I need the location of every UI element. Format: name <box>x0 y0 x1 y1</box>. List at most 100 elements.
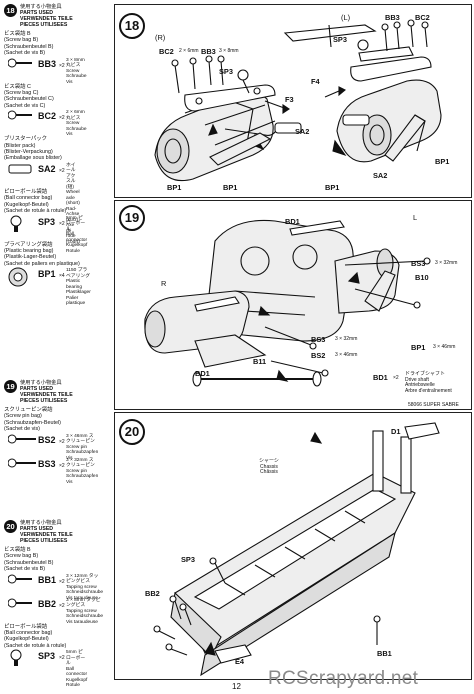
label-bb3-left: BB3 <box>385 13 400 22</box>
part-desc-line: Plastic bearing <box>66 279 83 290</box>
label-sp3-left: SP3 <box>333 35 347 44</box>
part-code: BB3 <box>38 58 57 69</box>
part-desc-line: Wheel axle (short) <box>66 190 80 207</box>
bag-name: (Kugelkopf-Beutel) <box>4 201 49 208</box>
bag-name: (Sachet de vis C) <box>4 102 46 109</box>
parts-used-line: PIECES UTILISEES <box>20 538 68 544</box>
label-r: R <box>161 279 167 288</box>
label-bp1-b: BP1 <box>223 183 238 192</box>
bag-block: ピローボール袋詰(Ball connector bag)(Kugelkopf-B… <box>4 624 87 689</box>
label-sa2-left: SA2 <box>373 171 388 180</box>
part-desc-line: Schraube <box>66 126 87 132</box>
label-bp1-a: BP1 <box>167 183 182 192</box>
part-desc-line: Rotule <box>66 683 80 689</box>
part-desc-line: Vis taraudeuse <box>66 595 98 601</box>
parts-step-number: 19 <box>4 380 17 393</box>
part-desc-line: Schraubzapfen <box>66 474 99 480</box>
part-desc-line: 5mm ピローボール <box>66 650 86 667</box>
bag-block: ビス袋詰 C(Screw bag C)(Schraubenbeutel C)(S… <box>4 83 87 138</box>
part-qty: ×2 <box>59 220 65 227</box>
part-desc-line: Schneidschraube <box>66 590 104 596</box>
ball-icon <box>8 215 34 235</box>
bearing-icon <box>8 267 34 289</box>
ball-icon <box>8 649 34 669</box>
part-qty: ×2 <box>59 655 65 662</box>
bag-name: (Plastik-Lager-Beutel) <box>4 254 57 261</box>
part-desc-line: Plastiklager <box>66 290 91 296</box>
part-desc: ホイールアクスル(短)Wheel axle (short)Rad-Achse (… <box>66 163 80 246</box>
part-desc-line: ホイールアクスル(短) <box>66 162 76 190</box>
label-d1: D1 <box>391 427 401 436</box>
part-code: BS3 <box>38 458 56 469</box>
part-code: BC2 <box>38 111 57 122</box>
parts-step-number: 20 <box>4 520 17 533</box>
part-desc-line: Kugelkopf <box>66 677 88 683</box>
label-b10: B10 <box>415 273 429 282</box>
bag-name: (Screw pin bag) <box>4 413 42 420</box>
screw-icon <box>7 597 34 611</box>
part-desc-line: Vis taraudeuse <box>66 619 98 625</box>
bag-jp: ピローボール袋詰 <box>4 188 48 195</box>
dim-3x32-top: 3 × 32mm <box>435 260 458 266</box>
bag-name: (Schraubenbeutel B) <box>4 43 54 50</box>
chassis-jp: シャーシ <box>259 458 279 464</box>
label-l: L <box>413 213 418 222</box>
part-desc-line: Ball connector <box>66 666 88 678</box>
label-sa2-right: SA2 <box>295 127 310 136</box>
label-f3: F3 <box>285 95 294 104</box>
bag-name: (Sachet de vis) <box>4 426 40 433</box>
bag-jp: ビス袋詰 B <box>4 31 31 37</box>
chassis-en: Chassis <box>260 463 278 470</box>
parts-used-jp: 使用する小物金具 <box>20 520 62 526</box>
step-20-number: 20 <box>119 419 145 445</box>
part-desc-line: Tapping screw <box>66 584 97 590</box>
label-bs3-bottom: BS3 <box>311 335 326 344</box>
bag-name: (Plastic bearing bag) <box>4 247 54 254</box>
part-desc-line: Screw <box>66 68 80 74</box>
bag-name: (Sachet de rotule à rotule) <box>4 642 67 649</box>
step-20-panel: 20 <box>114 412 472 680</box>
part-code: BS2 <box>38 434 56 445</box>
part-qty: ×2 <box>59 602 65 609</box>
model-name: 58066 SUPER SABRE <box>408 402 459 408</box>
label-bd1-mid: BD1 <box>195 369 210 378</box>
shaft-desc-line: Antriebswelle <box>405 382 435 389</box>
label-sp3: SP3 <box>181 555 195 564</box>
part-desc-line: Vis <box>66 79 73 85</box>
bag-name: (Sachet de rotule à rotule) <box>4 208 67 215</box>
watermark: RCScrapyard.net <box>268 668 419 689</box>
bag-jp: スクリューピン袋詰 <box>4 407 53 413</box>
bag-jp: ビス袋詰 C <box>4 83 31 90</box>
bag-name: (Sachet de vis B) <box>4 50 46 57</box>
part-desc-line: Schneidschraube <box>66 614 104 620</box>
bag-name: (Blister pack) <box>4 142 36 149</box>
part-qty: ×4 <box>59 273 65 280</box>
axle-icon <box>8 162 34 178</box>
part-desc-line: 3 × 46mm スクリューピン <box>66 433 95 445</box>
part-desc-line: Vis <box>66 132 73 138</box>
part-code: BP1 <box>38 269 56 280</box>
part-desc-line: Tapping screw <box>66 608 97 614</box>
part-desc-line: Rad-Achse (kurz) <box>66 206 80 223</box>
label-bc2-right: BC2 <box>159 47 174 56</box>
parts-used-line: PARTS USED <box>20 10 54 16</box>
